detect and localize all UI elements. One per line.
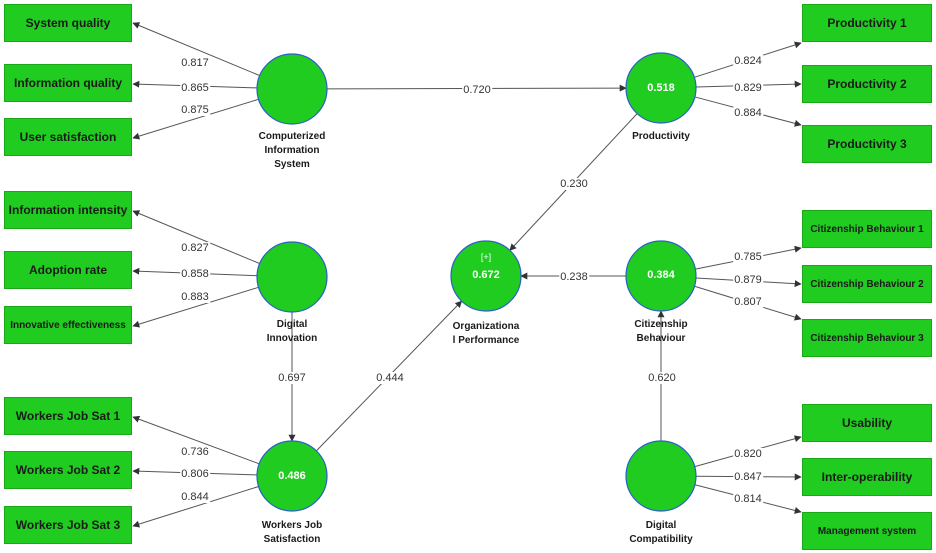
indicator-citizenship-behaviour-3[interactable]: Citizenship Behaviour 3 — [802, 319, 932, 357]
edge-workers-job-sat-1 — [132, 415, 260, 465]
loading-citizenship-behaviour-3: 0.807 — [733, 296, 763, 308]
path-productivity-to-performance: 0.230 — [559, 178, 589, 190]
r-squared-organizational-performance: 0.672 — [472, 269, 500, 281]
path-cis-to-productivity: 0.720 — [462, 84, 492, 96]
latent-workers-job-satisfaction[interactable] — [256, 440, 328, 512]
indicator-adoption-rate[interactable]: Adoption rate — [4, 251, 132, 289]
loading-citizenship-behaviour-2: 0.879 — [733, 274, 763, 286]
indicator-workers-job-sat-1[interactable]: Workers Job Sat 1 — [4, 397, 132, 435]
indicator-citizenship-behaviour-2[interactable]: Citizenship Behaviour 2 — [802, 265, 932, 303]
loading-information-quality: 0.865 — [180, 82, 210, 94]
edge-system-quality — [132, 22, 260, 77]
edge-innovative-effectiveness — [132, 286, 259, 328]
indicator-information-quality[interactable]: Information quality — [4, 64, 132, 102]
loading-workers-job-sat-1: 0.736 — [180, 446, 210, 458]
path-compatibility-to-citizenship: 0.620 — [647, 372, 677, 384]
loading-workers-job-sat-2: 0.806 — [180, 468, 210, 480]
latent-digital-compatibility[interactable] — [625, 440, 697, 512]
loading-productivity-3: 0.884 — [733, 107, 763, 119]
latent-label-organizational-performance: Organizationa l Performance — [452, 321, 520, 346]
latent-label-citizenship-behaviour: Citizenship Behaviour — [634, 319, 688, 344]
indicator-inter-operability[interactable]: Inter-operability — [802, 458, 932, 496]
indicator-workers-job-sat-2[interactable]: Workers Job Sat 2 — [4, 451, 132, 489]
loading-inter-operability: 0.847 — [733, 471, 763, 483]
r-squared-citizenship-behaviour: 0.384 — [647, 269, 675, 281]
loading-workers-job-sat-3: 0.844 — [180, 491, 210, 503]
indicator-productivity-3[interactable]: Productivity 3 — [802, 125, 932, 163]
indicator-workers-job-sat-3[interactable]: Workers Job Sat 3 — [4, 506, 132, 544]
loading-innovative-effectiveness: 0.883 — [180, 291, 210, 303]
latent-citizenship-behaviour[interactable] — [625, 240, 697, 312]
latent-productivity[interactable] — [625, 52, 697, 124]
r-squared-workers-job-satisfaction: 0.486 — [278, 470, 306, 482]
loading-management-system: 0.814 — [733, 493, 763, 505]
indicator-productivity-2[interactable]: Productivity 2 — [802, 65, 932, 103]
loading-productivity-1: 0.824 — [733, 55, 763, 67]
path-satisfaction-to-performance: 0.444 — [375, 372, 405, 384]
latent-label-computerized-information-system: Computerized Information System — [258, 131, 326, 170]
indicator-management-system[interactable]: Management system — [802, 512, 932, 550]
latent-computerized-information-system[interactable] — [256, 53, 328, 125]
edge-workers-job-sat-3 — [132, 486, 259, 528]
loading-information-intensity: 0.827 — [180, 242, 210, 254]
indicator-productivity-1[interactable]: Productivity 1 — [802, 4, 932, 42]
latent-label-digital-innovation: Digital Innovation — [266, 319, 318, 344]
loading-user-satisfaction: 0.875 — [180, 104, 210, 116]
indicator-innovative-effectiveness[interactable]: Innovative effectiveness — [4, 306, 132, 344]
edge-user-satisfaction — [132, 98, 259, 140]
indicator-citizenship-behaviour-1[interactable]: Citizenship Behaviour 1 — [802, 210, 932, 248]
latent-digital-innovation[interactable] — [256, 241, 328, 313]
loading-adoption-rate: 0.858 — [180, 268, 210, 280]
r-squared-productivity: 0.518 — [647, 82, 675, 94]
indicator-usability[interactable]: Usability — [802, 404, 932, 442]
edge-information-intensity — [132, 210, 260, 265]
latent-label-productivity: Productivity — [632, 131, 690, 142]
indicator-system-quality[interactable]: System quality — [4, 4, 132, 42]
path-innovation-to-satisfaction: 0.697 — [277, 372, 307, 384]
expand-toggle[interactable]: [+] — [480, 252, 492, 262]
latent-organizational-performance[interactable] — [450, 240, 522, 312]
loading-citizenship-behaviour-1: 0.785 — [733, 251, 763, 263]
loading-productivity-2: 0.829 — [733, 82, 763, 94]
latent-label-digital-compatibility: Digital Compatibility — [629, 520, 693, 545]
latent-label-workers-job-satisfaction: Workers Job Satisfaction — [261, 520, 323, 545]
indicator-user-satisfaction[interactable]: User satisfaction — [4, 118, 132, 156]
path-citizenship-to-performance: 0.238 — [559, 271, 589, 283]
loading-system-quality: 0.817 — [180, 57, 210, 69]
loading-usability: 0.820 — [733, 448, 763, 460]
indicator-information-intensity[interactable]: Information intensity — [4, 191, 132, 229]
